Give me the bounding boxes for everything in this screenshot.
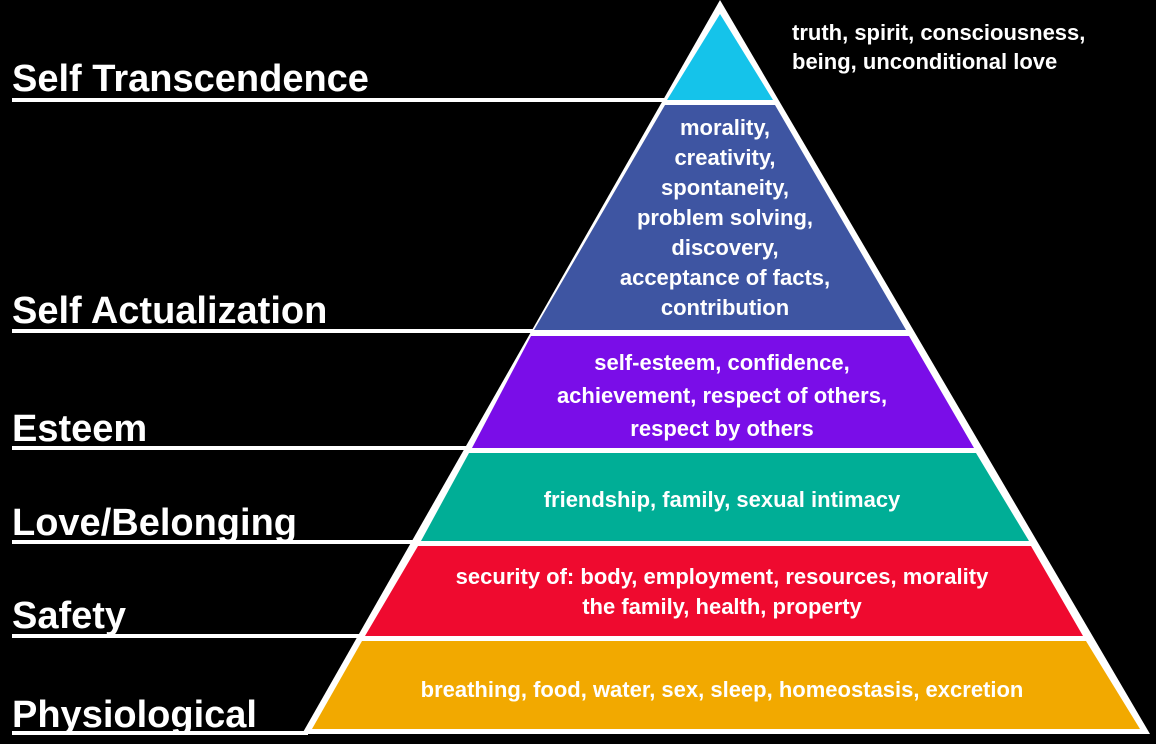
love-belonging-description: friendship, family, sexual intimacy (544, 485, 901, 515)
description-line: security of: body, employment, resources… (455, 564, 989, 589)
description-line: the family, health, property (582, 594, 862, 619)
self-transcendence-description: truth, spirit, consciousness, being, unc… (792, 18, 1085, 76)
description-line: morality, (679, 115, 771, 140)
leader-line-esteem (12, 446, 468, 450)
description-line: being, unconditional love (792, 49, 1058, 74)
description-line: friendship, family, sexual intimacy (543, 487, 901, 512)
description-line: spontaneity, (661, 175, 789, 200)
safety-description: security of: body, employment, resources… (456, 562, 989, 622)
leader-line-love-belonging (12, 540, 418, 544)
tier-esteem (472, 336, 974, 448)
tier-self-actualization (534, 105, 906, 330)
level-label-love-belonging: Love/Belonging (12, 502, 297, 544)
esteem-description: self-esteem, confidence, achievement, re… (557, 346, 887, 445)
description-line: truth, spirit, consciousness, (792, 20, 1086, 45)
description-line: creativity, (674, 145, 776, 170)
tier-safety (365, 546, 1083, 636)
description-line: respect by others (630, 416, 814, 441)
description-line: breathing, food, water, sex, sleep, home… (420, 677, 1024, 702)
level-label-safety: Safety (12, 595, 127, 637)
tier-love-belonging (421, 453, 1029, 541)
leader-line-physiological (12, 731, 308, 735)
description-line: acceptance of facts, (619, 265, 831, 290)
level-label-self-actualization: Self Actualization (12, 290, 328, 332)
physiological-description: breathing, food, water, sex, sleep, home… (421, 675, 1024, 705)
description-line: problem solving, (636, 205, 814, 230)
leader-line-self-transcendence (12, 98, 666, 102)
self-actualization-description: morality, creativity, spontaneity, probl… (620, 113, 830, 323)
description-line: discovery, (671, 235, 779, 260)
description-line: contribution (660, 295, 790, 320)
level-label-physiological: Physiological (12, 694, 257, 736)
tier-physiological (312, 641, 1140, 729)
tier-self-transcendence (667, 14, 773, 100)
level-label-esteem: Esteem (12, 408, 148, 450)
description-line: self-esteem, confidence, (594, 350, 850, 375)
level-label-self-transcendence: Self Transcendence (12, 58, 369, 100)
leader-line-self-actualization (12, 329, 534, 333)
leader-line-safety (12, 634, 362, 638)
description-line: achievement, respect of others, (556, 383, 888, 408)
